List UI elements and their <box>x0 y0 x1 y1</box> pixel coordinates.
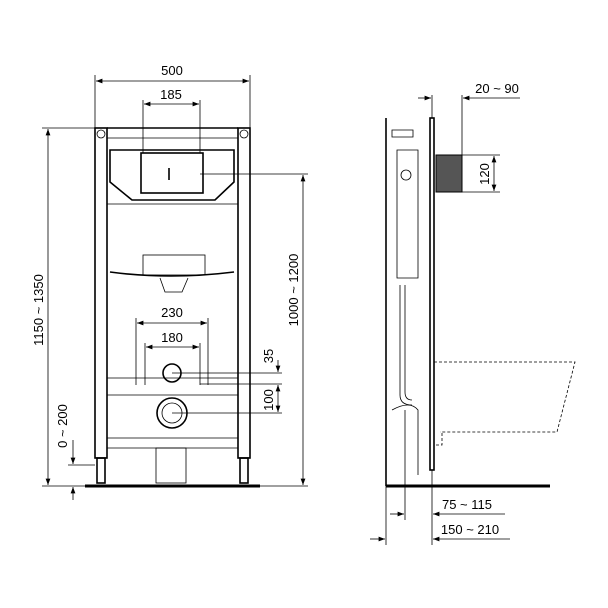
side-view: 20 ~ 90 120 75 ~ 115 150 ~ 210 <box>370 81 576 545</box>
flush-height-label: 1000 ~ 1200 <box>286 254 301 327</box>
pipe-height-label: 120 <box>477 163 492 185</box>
flush-plate-width-label: 185 <box>160 87 182 102</box>
total-height-label: 1150 ~ 1350 <box>31 274 46 346</box>
wall-depth-label: 20 ~ 90 <box>475 81 519 96</box>
right-upright <box>237 127 251 459</box>
front-view: 500 185 1150 ~ 1350 1000 ~ 1200 230 180 … <box>31 63 308 500</box>
cistern-top <box>109 149 235 201</box>
bolt-inner-label: 180 <box>161 330 183 345</box>
foot-adjust-label: 0 ~ 200 <box>55 404 70 448</box>
width-label: 500 <box>161 63 183 78</box>
inlet-offset-label: 35 <box>261 349 276 363</box>
outlet-offset-label: 100 <box>261 389 276 411</box>
flush-plate-opening <box>140 152 204 194</box>
pipe-connector <box>435 154 463 193</box>
bolt-outer-label: 230 <box>161 305 183 320</box>
left-upright <box>94 127 108 459</box>
total-depth-label: 150 ~ 210 <box>441 522 499 537</box>
front-panel <box>429 117 435 471</box>
outlet-depth-label: 75 ~ 115 <box>442 497 492 512</box>
